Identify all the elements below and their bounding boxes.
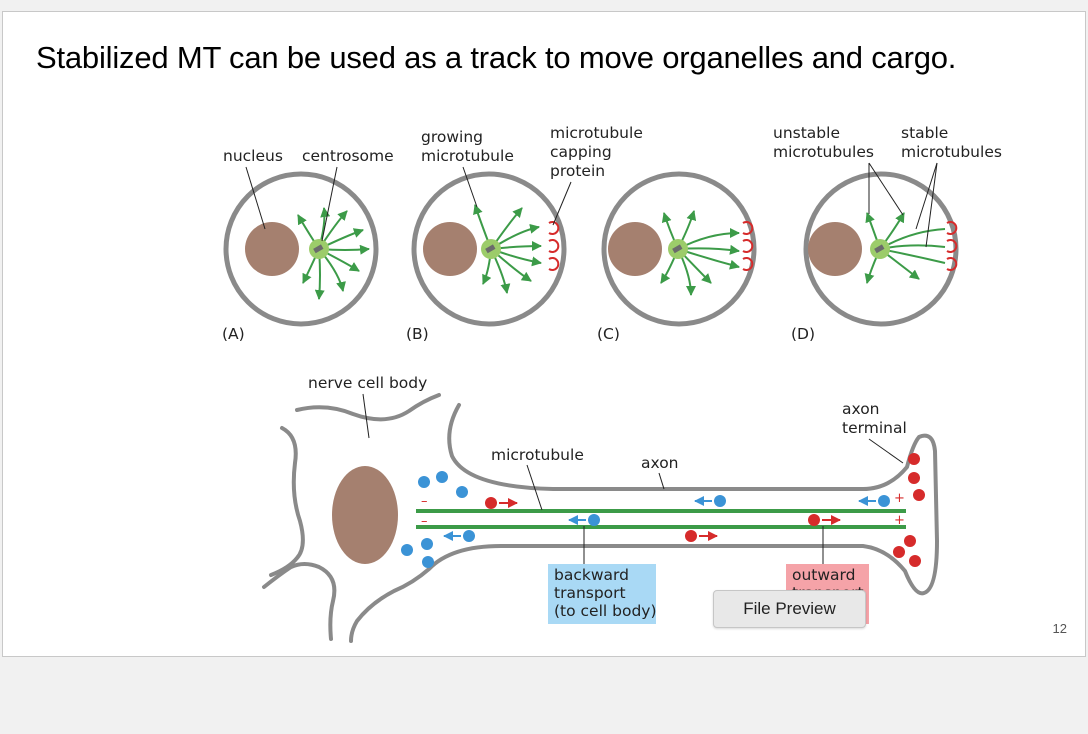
- label-stable-2: microtubules: [901, 143, 1002, 161]
- capping-proteins-d: [946, 221, 958, 271]
- label-unstable-1: unstable: [773, 124, 840, 142]
- cargo-blue-cell-body: [401, 471, 468, 568]
- microtubule-figure: nucleus centrosome growing microtubule m…: [222, 124, 1002, 643]
- minus-sign-2: –: [421, 514, 428, 529]
- label-nerve-cell-body: nerve cell body: [308, 374, 427, 392]
- nerve-nucleus: [332, 466, 398, 564]
- backward-transport-box: [548, 564, 656, 624]
- slide: Stabilized MT can be used as a track to …: [2, 11, 1086, 657]
- plus-sign-2: +: [894, 513, 905, 528]
- label-unstable-2: microtubules: [773, 143, 874, 161]
- label-backward-1: backward: [554, 566, 629, 584]
- label-nucleus: nucleus: [223, 147, 283, 165]
- label-axon-terminal-1: axon: [842, 400, 880, 418]
- label-panel-c: (C): [597, 325, 620, 343]
- nerve-cell: [262, 393, 940, 643]
- label-axon-terminal-2: terminal: [842, 419, 907, 437]
- label-axon: axon: [641, 454, 679, 472]
- minus-sign-1: –: [421, 494, 428, 509]
- pointer-lines-top: [245, 162, 938, 248]
- label-panel-a: (A): [222, 325, 245, 343]
- panel-d: [803, 171, 959, 327]
- label-growing-1: growing: [421, 128, 483, 146]
- cargo-red-terminal: [893, 453, 925, 567]
- panel-a: [223, 171, 379, 327]
- label-capping-3: protein: [550, 162, 605, 180]
- capping-proteins-c: [742, 221, 754, 271]
- file-preview-button[interactable]: File Preview: [713, 590, 866, 628]
- nucleus-c: [608, 222, 662, 276]
- nucleus-d: [808, 222, 862, 276]
- label-outward-1: outward: [792, 566, 856, 584]
- pointer-lines-bottom: [362, 393, 904, 564]
- nucleus-b: [423, 222, 477, 276]
- axon-microtubules: [416, 509, 906, 529]
- label-capping-1: microtubule: [550, 124, 643, 142]
- nucleus-a: [245, 222, 299, 276]
- capping-proteins-b: [548, 221, 560, 271]
- label-capping-2: capping: [550, 143, 612, 161]
- cargo-outward-moving: [485, 497, 841, 542]
- label-backward-2: transport: [554, 584, 626, 602]
- plus-sign-1: +: [894, 491, 905, 506]
- label-microtubule: microtubule: [491, 446, 584, 464]
- label-stable-1: stable: [901, 124, 948, 142]
- panel-b: [411, 171, 567, 327]
- label-panel-b: (B): [406, 325, 429, 343]
- label-centrosome: centrosome: [302, 147, 394, 165]
- label-growing-2: microtubule: [421, 147, 514, 165]
- slide-title: Stabilized MT can be used as a track to …: [36, 40, 957, 75]
- polarity-signs: – – + +: [421, 491, 905, 529]
- cargo-backward-moving: [443, 495, 890, 542]
- panel-c: [601, 171, 757, 327]
- label-backward-3: (to cell body): [554, 602, 657, 620]
- label-panel-d: (D): [791, 325, 815, 343]
- slide-number: 12: [1052, 621, 1067, 636]
